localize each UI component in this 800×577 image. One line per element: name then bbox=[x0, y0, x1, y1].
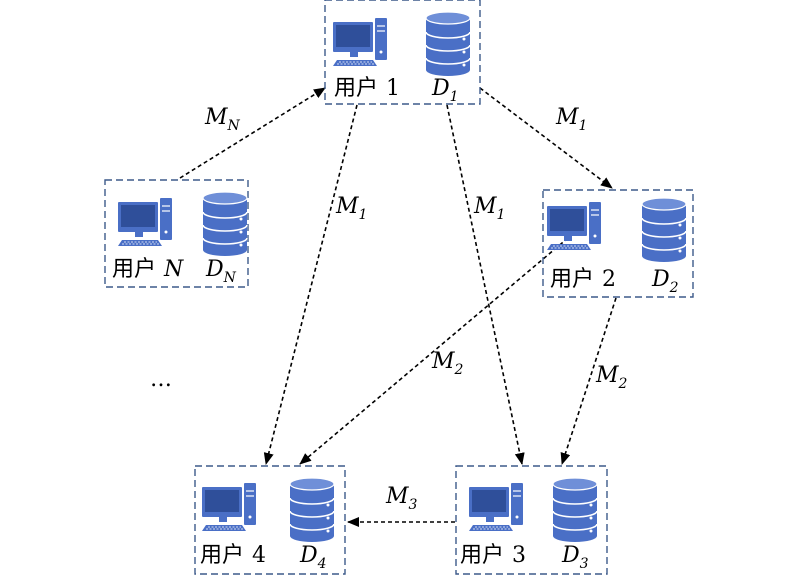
computer-icon bbox=[117, 197, 173, 247]
edge-label-2-to-3: M2 bbox=[595, 363, 628, 392]
edge-label-3-to-4: M3 bbox=[385, 484, 418, 513]
edge-2-to-4 bbox=[299, 237, 569, 465]
edge-label-1-to-4: M1 bbox=[335, 194, 367, 223]
computer-icon bbox=[468, 482, 524, 532]
edge-label-1-to-2: M1 bbox=[555, 105, 587, 134]
computer-icon bbox=[332, 17, 388, 67]
node-box bbox=[455, 465, 608, 575]
database-icon bbox=[289, 477, 335, 543]
computer-icon bbox=[546, 201, 602, 251]
edge-1-to-4 bbox=[263, 104, 358, 465]
edge-label-2-to-4: M2 bbox=[431, 349, 464, 378]
edge-label-1-to-3: M1 bbox=[473, 194, 505, 223]
database-icon bbox=[425, 11, 471, 77]
edge-1-to-2 bbox=[479, 87, 613, 189]
ellipsis-more-users: … bbox=[150, 367, 172, 392]
edges bbox=[179, 87, 617, 527]
computer-icon bbox=[201, 482, 257, 532]
database-icon bbox=[202, 191, 248, 257]
edge-label-n-to-1: MN bbox=[204, 105, 241, 134]
db-label: D4 bbox=[299, 543, 327, 572]
node-box bbox=[542, 189, 694, 298]
node-box bbox=[104, 179, 249, 288]
node-box bbox=[324, 0, 481, 105]
edge-2-to-3 bbox=[560, 297, 617, 465]
db-label: D3 bbox=[561, 543, 589, 572]
database-icon bbox=[552, 477, 598, 543]
edge-n-to-1 bbox=[179, 87, 326, 179]
database-icon bbox=[641, 197, 687, 263]
db-label: DN bbox=[205, 257, 237, 286]
edge-1-to-3 bbox=[446, 104, 525, 465]
db-label: D2 bbox=[651, 267, 679, 296]
db-label: D1 bbox=[431, 76, 459, 105]
node-box bbox=[194, 465, 346, 575]
